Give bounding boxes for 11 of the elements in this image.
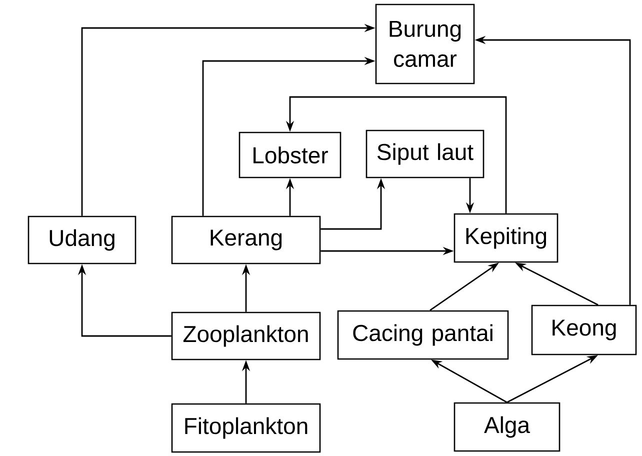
organism-box: Siput laut <box>366 130 484 178</box>
organism-box: Fitoplankton <box>171 403 321 453</box>
organism-box: Alga <box>454 402 560 452</box>
organism-box: Kepiting <box>454 213 558 263</box>
organism-box: Udang <box>28 216 136 264</box>
organism-box: Kerang <box>171 216 321 264</box>
organism-box: Keong <box>531 304 637 356</box>
organism-box: Cacing pantai <box>337 310 509 360</box>
organism-box: Zooplankton <box>171 312 321 360</box>
organism-box: Burung camar <box>375 4 475 84</box>
organism-box: Lobster <box>238 132 342 178</box>
